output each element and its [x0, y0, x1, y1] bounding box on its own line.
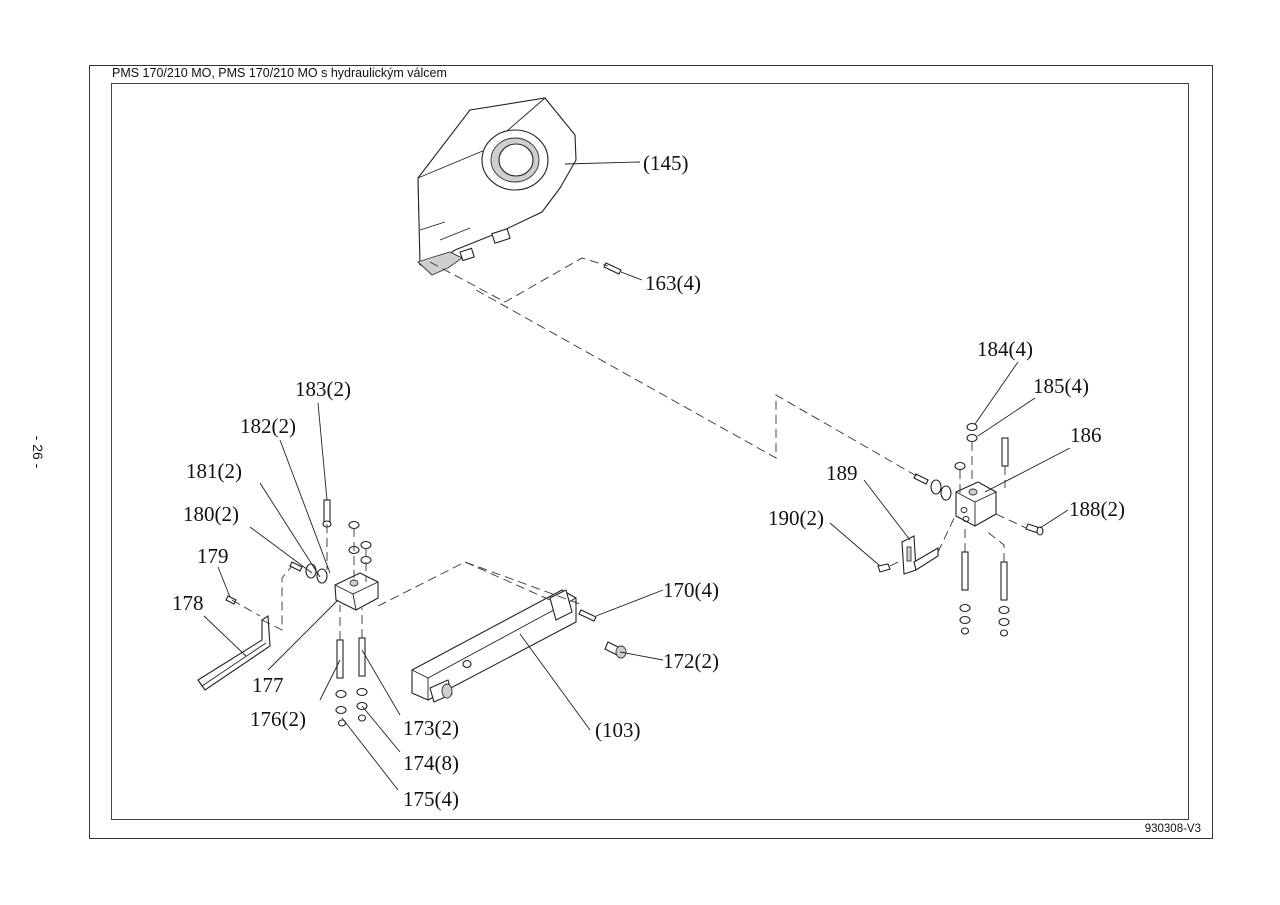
drawing-code: 930308-V3: [1144, 823, 1201, 835]
part-163-screw: [603, 262, 622, 275]
label-170: 170(4): [663, 578, 719, 602]
part-190-bolt: [877, 563, 891, 573]
label-184: 184(4): [977, 337, 1033, 361]
label-180: 180(2): [183, 502, 239, 526]
label-175: 175(4): [403, 787, 459, 811]
header-title: PMS 170/210 MO, PMS 170/210 MO s hydraul…: [112, 66, 447, 80]
label-172: 172(2): [663, 649, 719, 673]
label-182: 182(2): [240, 414, 296, 438]
callout-labels: (145) 163(4) 184(4) 185(4) 186 189 188(2…: [172, 151, 1125, 811]
label-179: 179: [197, 544, 229, 568]
label-173: 173(2): [403, 716, 459, 740]
label-178: 178: [172, 591, 204, 615]
label-183: 183(2): [295, 377, 351, 401]
part-174-175-nuts: [335, 687, 368, 727]
label-174: 174(8): [403, 751, 459, 775]
part-145-housing: [417, 97, 577, 276]
label-190: 190(2): [768, 506, 824, 530]
part-179-screw: [225, 595, 237, 605]
label-186: 186: [1070, 423, 1102, 447]
part-170-screw: [578, 609, 597, 622]
label-145: (145): [643, 151, 689, 175]
label-189: 189: [826, 461, 858, 485]
label-163: 163(4): [645, 271, 701, 295]
outer-frame: [89, 65, 1213, 839]
part-172-bolt: [604, 641, 627, 659]
label-185: 185(4): [1033, 374, 1089, 398]
left-nuts-upper: [348, 520, 372, 565]
assembly-dashed-lines: [231, 257, 1027, 640]
label-176: 176(2): [250, 707, 306, 731]
right-hardware: [913, 422, 1010, 637]
label-177: 177: [252, 673, 284, 697]
label-103: (103): [595, 718, 641, 742]
part-189-bracket: [901, 535, 939, 575]
label-188: 188(2): [1069, 497, 1125, 521]
part-186-block: [955, 481, 997, 527]
label-181: 181(2): [186, 459, 242, 483]
part-177-block: [334, 572, 379, 611]
part-183-stud: [322, 499, 332, 528]
part-176-173-studs: [336, 637, 366, 679]
part-188-bolt: [1025, 523, 1044, 536]
leader-lines: [203, 161, 1071, 791]
drawing-frame: [111, 83, 1189, 820]
part-180-182-washers: [289, 561, 328, 584]
part-178-bracket: [197, 615, 271, 691]
part-103-rail: [411, 589, 577, 703]
